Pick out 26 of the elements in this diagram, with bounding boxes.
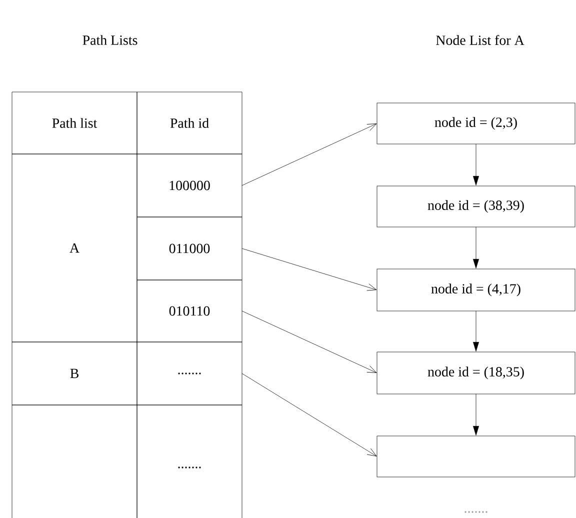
table-cell	[12, 404, 138, 518]
header-cell: Path list	[12, 92, 138, 154]
list-box: node id = (4,17)	[376, 268, 576, 312]
table-cell: B	[12, 342, 138, 406]
arrow	[473, 144, 479, 186]
list-box: node id = (18,35)	[376, 352, 576, 394]
arrow	[473, 310, 479, 352]
table-cell: 011000	[136, 216, 242, 280]
ellipsis: .......	[464, 511, 488, 513]
arrow	[242, 373, 377, 456]
arrow	[242, 124, 377, 186]
heading: Path Lists	[82, 35, 138, 45]
heading: Node List for A	[436, 35, 524, 45]
arrow	[473, 226, 479, 268]
list-box: node id = (2,3)	[376, 102, 576, 144]
list-box: node id = (38,39)	[376, 186, 576, 228]
arrow	[242, 248, 377, 291]
table-cell: 100000	[136, 154, 242, 218]
table-cell: .......	[136, 342, 242, 406]
header-cell: Path id	[136, 92, 242, 154]
table-cell: A	[12, 154, 138, 342]
empty-box	[376, 436, 576, 478]
table-cell: 010110	[136, 280, 242, 342]
arrow	[242, 310, 377, 373]
table-cell: .......	[136, 404, 242, 518]
arrow	[473, 394, 479, 436]
